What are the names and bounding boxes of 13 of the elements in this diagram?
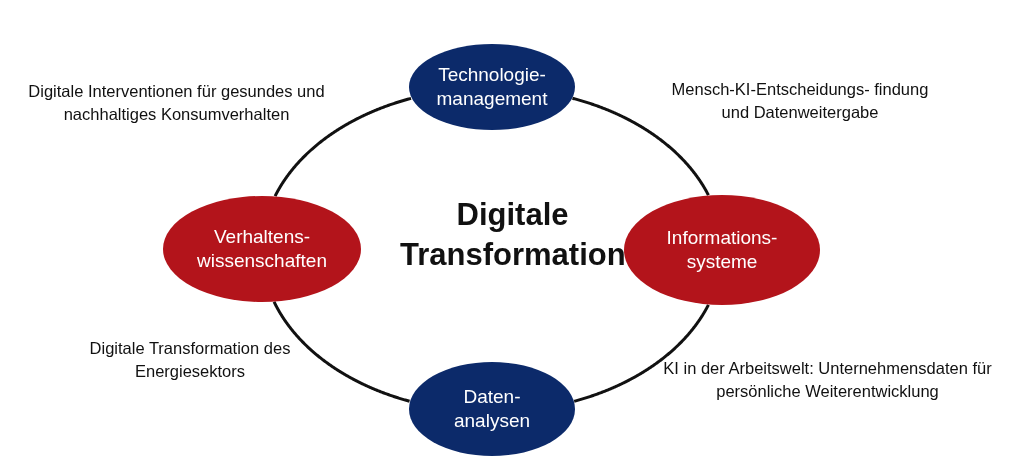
research-topic: Digitale Transformation des Energiesektors: [88, 338, 292, 383]
research-topic: Digitale Interventionen für gesundes und nachhaltiges Konsumverhalten: [27, 81, 326, 126]
research-topic: KI in der Arbeitswelt: Unternehmensdaten für persönliche Weiterentwicklung: [662, 358, 993, 403]
center-title: Digitale Transformation: [400, 196, 625, 275]
topic-name: Informations- systeme: [665, 226, 779, 274]
ring-arc: [272, 300, 411, 403]
ring-arc: [273, 96, 412, 198]
ring-arc: [571, 96, 710, 197]
topic-name: Technologie- management: [435, 63, 549, 111]
ring-arc: [573, 303, 710, 403]
topic-name: Daten- analysen: [452, 385, 532, 433]
topic-name: Verhaltens- wissenschaften: [196, 225, 328, 273]
research-topic: Mensch-KI-Entscheidungs- findung und Datenweitergabe: [670, 79, 930, 124]
